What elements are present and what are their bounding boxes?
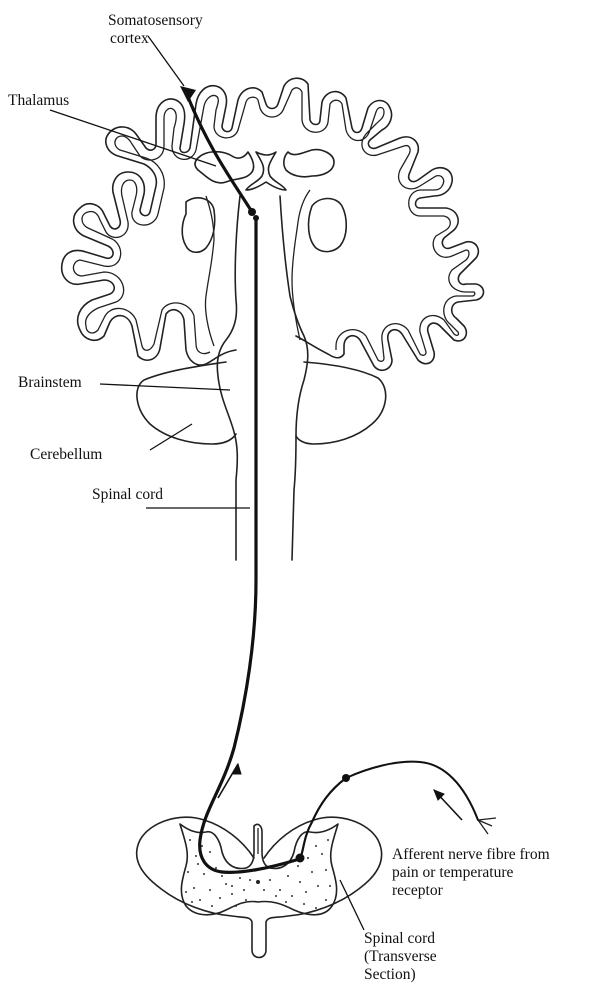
somatosensory-cortex-label: Somatosensory cortex [108, 12, 203, 48]
brainstem-label: Brainstem [18, 374, 82, 392]
cerebrum-outline [62, 78, 484, 370]
thalamus-structure [182, 150, 346, 253]
leader-brainstem [100, 384, 230, 390]
thalamus-label: Thalamus [8, 92, 69, 110]
afferent-nerve-label: Afferent nerve fibre from pain or temper… [392, 846, 550, 900]
cerebellum-label: Cerebellum [30, 446, 102, 464]
pain-pathway-neurons [180, 86, 496, 872]
transverse-line1: Spinal cord [364, 930, 437, 948]
second-order-neuron [200, 220, 296, 872]
transverse-line3: Section) [364, 966, 437, 984]
cortex-neuron-terminal [180, 86, 196, 102]
first-order-afferent [300, 778, 346, 860]
afferent-line1: Afferent nerve fibre from [392, 846, 550, 864]
label-leaders [50, 36, 364, 930]
transverse-section-label: Spinal cord (Transverse Section) [364, 930, 437, 984]
afferent-line2: pain or temperature [392, 864, 550, 882]
spinal-cord-transverse-section [137, 817, 382, 957]
thalamus-synapse [248, 208, 256, 216]
spinal-cord-label: Spinal cord [92, 486, 163, 504]
cerebellum-structure [137, 362, 386, 444]
somatosensory-line2: cortex [108, 30, 203, 48]
transverse-line2: (Transverse [364, 948, 437, 966]
somatosensory-line1: Somatosensory [108, 12, 203, 30]
afferent-line3: receptor [392, 882, 550, 900]
